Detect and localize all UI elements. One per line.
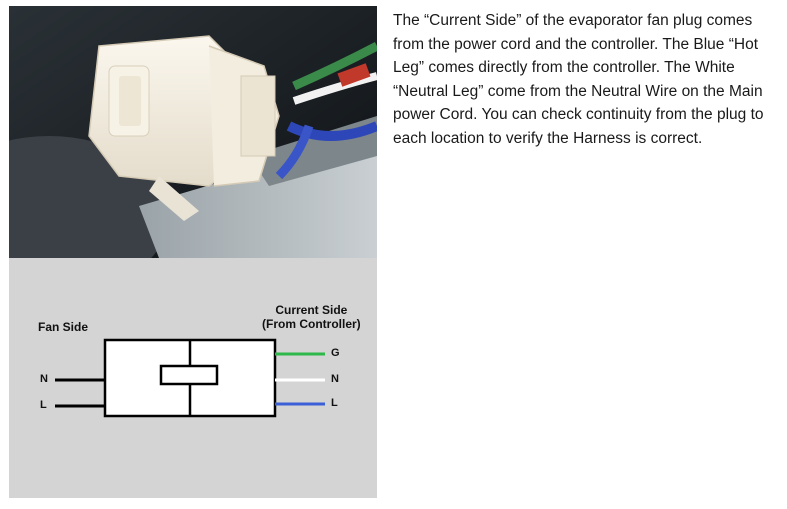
- connector-photo-illustration: [9, 6, 377, 258]
- wiring-diagram-drawing: [55, 338, 325, 418]
- current-side-label: Current Side (From Controller): [262, 303, 361, 331]
- left-pin-n-label: N: [40, 373, 48, 385]
- right-pin-n-label: N: [331, 373, 339, 385]
- right-pin-g-label: G: [331, 347, 340, 359]
- connector-photo: [9, 6, 377, 258]
- wiring-diagram: Fan Side Current Side (From Controller) …: [9, 258, 377, 498]
- right-pin-l-label: L: [331, 397, 338, 409]
- fan-side-label: Fan Side: [38, 320, 89, 334]
- plug-latch: [159, 364, 219, 386]
- current-side-line2: (From Controller): [262, 317, 361, 331]
- description-text: The “Current Side” of the evaporator fan…: [393, 12, 764, 147]
- left-pin-l-label: L: [40, 399, 47, 411]
- current-side-line1: Current Side: [275, 303, 348, 317]
